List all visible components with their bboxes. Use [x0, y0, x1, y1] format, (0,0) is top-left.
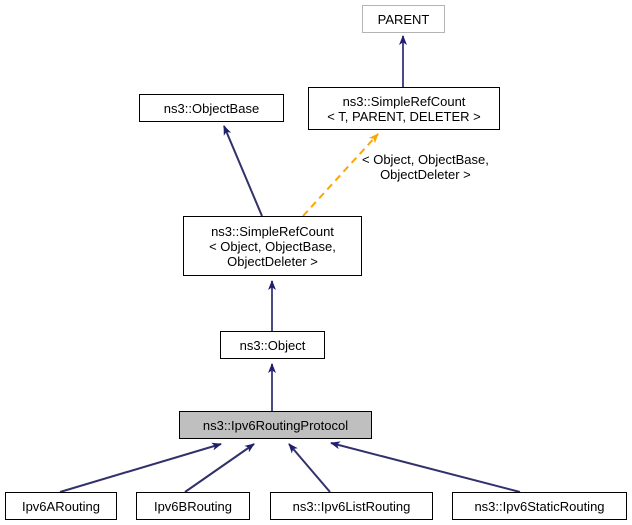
node-ns3-ipv6listrouting-line-0: ns3::Ipv6ListRouting	[292, 498, 411, 514]
node-ipv6arouting-line-0: Ipv6ARouting	[21, 498, 101, 514]
node-ns3-objectbase-line-0: ns3::ObjectBase	[163, 100, 260, 116]
node-ipv6brouting-line-0: Ipv6BRouting	[153, 498, 233, 514]
edge-ipv6staticrouting-to-ipv6routingprotocol	[330, 441, 521, 493]
node-ns3-ipv6routingprotocol[interactable]: ns3::Ipv6RoutingProtocol	[179, 411, 372, 439]
node-ns3-ipv6routingprotocol-line-0: ns3::Ipv6RoutingProtocol	[202, 417, 349, 433]
edge-label-template-binding: < Object, ObjectBase, ObjectDeleter >	[362, 152, 489, 182]
node-ns3-simplerefcount-object-line-2: ObjectDeleter >	[227, 253, 318, 269]
node-ns3-object-line-0: ns3::Object	[239, 337, 306, 353]
node-ns3-simplerefcount-template-line-0: ns3::SimpleRefCount	[342, 93, 466, 109]
node-ns3-simplerefcount-object-line-1: < Object, ObjectBase,	[209, 238, 336, 254]
edge-ipv6arouting-to-ipv6routingprotocol	[59, 442, 222, 493]
node-parent[interactable]: PARENT	[362, 5, 445, 33]
edge-template-instantiation	[302, 133, 379, 217]
node-ns3-simplerefcount-template-line-1: < T, PARENT, DELETER >	[327, 108, 481, 124]
node-ns3-ipv6listrouting[interactable]: ns3::Ipv6ListRouting	[270, 492, 433, 520]
edge-label-template-binding-line-0: < Object, ObjectBase,	[362, 152, 489, 167]
node-ipv6brouting[interactable]: Ipv6BRouting	[136, 492, 250, 520]
edge-ipv6listrouting-to-ipv6routingprotocol	[288, 443, 331, 493]
node-ns3-simplerefcount-object[interactable]: ns3::SimpleRefCount < Object, ObjectBase…	[183, 216, 362, 276]
node-ns3-object[interactable]: ns3::Object	[220, 331, 325, 359]
node-parent-line-0: PARENT	[377, 11, 430, 27]
node-ns3-objectbase[interactable]: ns3::ObjectBase	[139, 94, 284, 122]
edge-ipv6brouting-to-ipv6routingprotocol	[184, 443, 255, 493]
edge-label-template-binding-line-1: ObjectDeleter >	[380, 167, 471, 182]
node-ns3-simplerefcount-object-line-0: ns3::SimpleRefCount	[211, 223, 334, 239]
node-ns3-ipv6staticrouting[interactable]: ns3::Ipv6StaticRouting	[452, 492, 627, 520]
edge-simplerefcount-object-to-objectbase	[223, 125, 263, 217]
node-ns3-simplerefcount-template[interactable]: ns3::SimpleRefCount < T, PARENT, DELETER…	[308, 87, 500, 130]
node-ipv6arouting[interactable]: Ipv6ARouting	[5, 492, 117, 520]
node-ns3-ipv6staticrouting-line-0: ns3::Ipv6StaticRouting	[474, 498, 605, 514]
